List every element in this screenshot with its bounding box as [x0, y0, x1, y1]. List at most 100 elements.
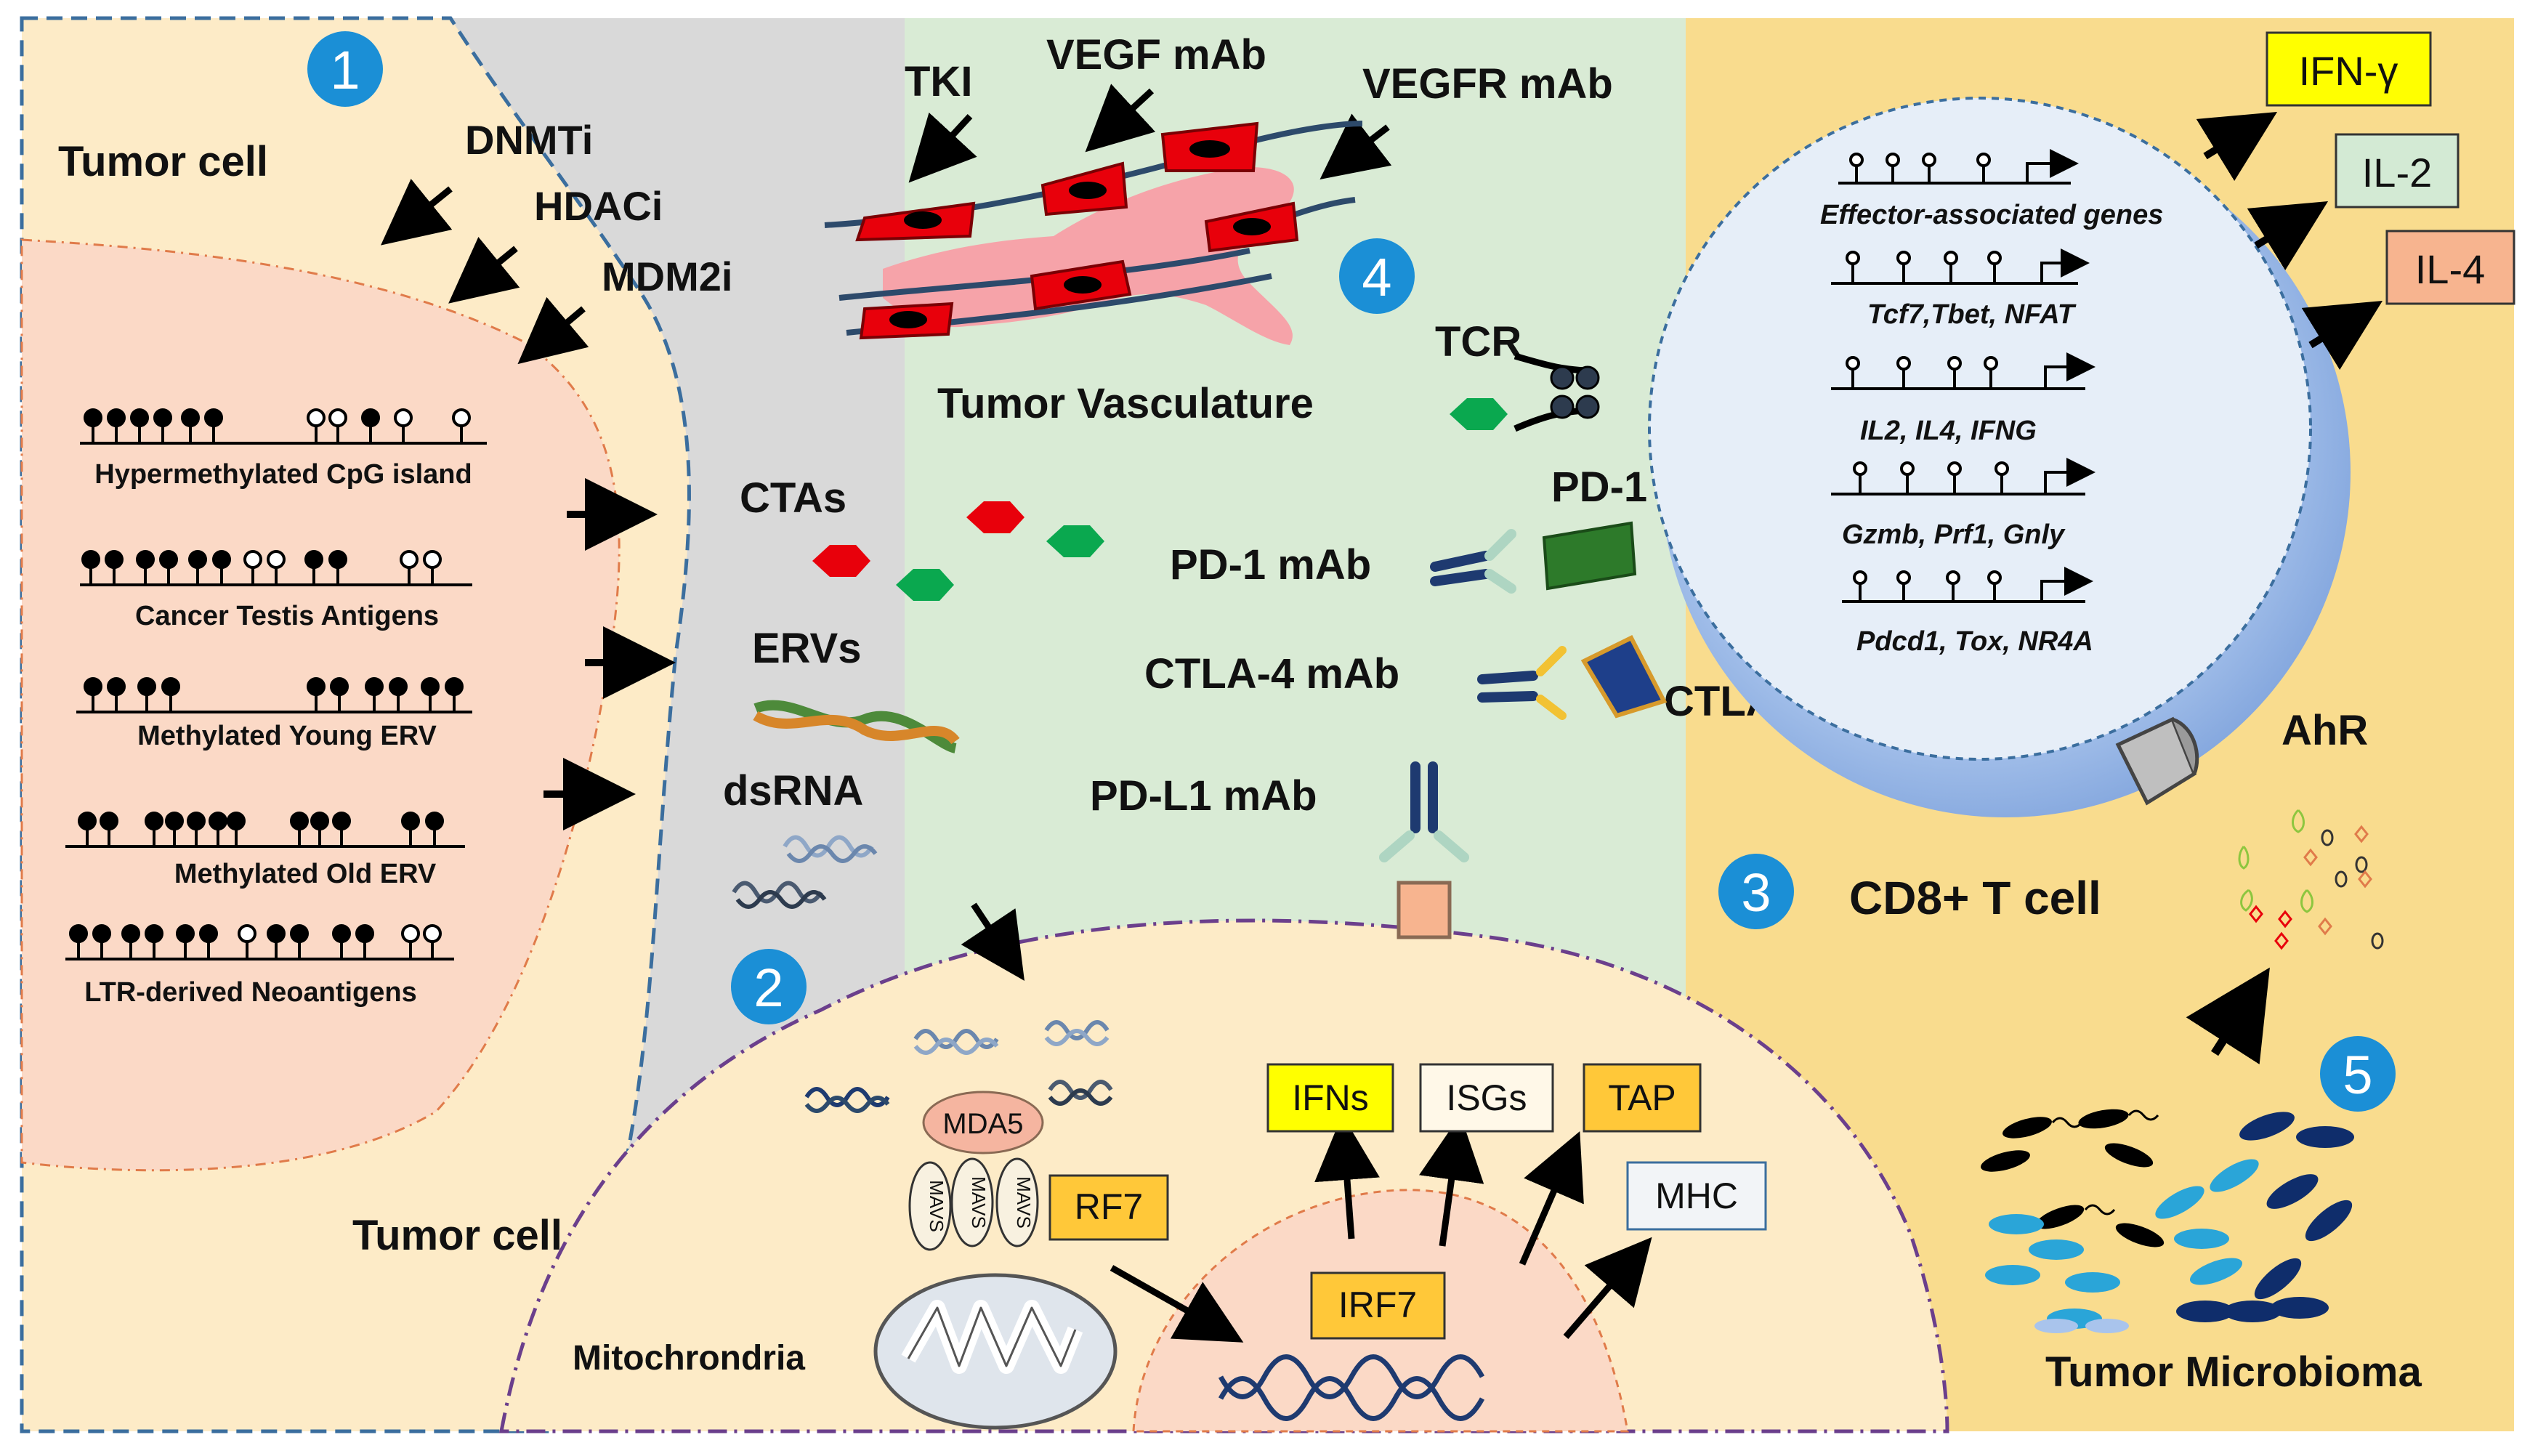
green-antigen [1450, 398, 1508, 430]
mitochondria-label: Mitochrondria [573, 1339, 805, 1378]
mdm2i-label: MDM2i [602, 254, 732, 299]
pd1-label: PD-1 [1551, 464, 1647, 511]
methylation-row-label: Cancer Testis Antigens [135, 601, 439, 631]
cta-antigens [812, 398, 1508, 601]
svg-text:RF7: RF7 [1075, 1186, 1143, 1227]
erv-helix [753, 700, 960, 753]
svg-text:MDA5: MDA5 [942, 1108, 1023, 1140]
step-4-marker: 4 [1339, 238, 1415, 314]
isgs-box: ISGs [1419, 1063, 1554, 1133]
endothelial-cell [855, 201, 976, 242]
pd1-antibody [1430, 529, 1516, 594]
gene-row-5 [1842, 567, 2093, 603]
svg-text:MAVS: MAVS [926, 1180, 947, 1232]
dnmti-label: DNMTi [465, 117, 593, 163]
tcell-nucleus [1648, 97, 2312, 761]
release-arrows [543, 478, 676, 830]
methylation-row-5: LTR-derived Neoantigens [65, 924, 454, 1008]
ctla4-receptor [1580, 635, 1668, 719]
cytokine-il2: IL-2 [2335, 133, 2460, 209]
pd1-receptor [1542, 521, 1637, 591]
svg-text:5: 5 [2343, 1045, 2372, 1105]
svg-text:2: 2 [753, 958, 783, 1018]
dsrna-coils [732, 835, 878, 909]
tumor-cell-label-bottom: Tumor cell [352, 1212, 562, 1259]
lollipops [84, 408, 471, 443]
gene-row-label: Effector-associated genes [1820, 200, 2163, 230]
endothelial-cell [1030, 259, 1132, 311]
transcription-arrows [1314, 1115, 1652, 1339]
cytosolic-dsrna [804, 1020, 1113, 1113]
tki-label: TKI [905, 58, 972, 105]
green-antigen [896, 569, 954, 601]
svg-text:IL-4: IL-4 [2415, 246, 2486, 292]
step-2-marker: 2 [731, 949, 807, 1024]
endothelial-cell [1160, 121, 1259, 172]
methylation-row-3: Methylated Young ERV [76, 677, 472, 751]
tcr-icon [1513, 352, 1600, 432]
cd8-t-cell-label: CD8+ T cell [1849, 872, 2101, 924]
svg-text:4: 4 [1362, 247, 1391, 307]
green-antigen [1046, 525, 1104, 557]
dna-helix [1218, 1354, 1485, 1421]
methylation-row-label: Methylated Young ERV [137, 721, 437, 751]
tumor-vasculature-label: Tumor Vasculature [937, 380, 1314, 427]
methylation-row-label: Hypermethylated CpG island [94, 459, 472, 490]
dsrna-entry-arrow [961, 902, 1024, 981]
rf7-box: RF7 [1048, 1174, 1169, 1241]
gene-row-3 [1831, 352, 2095, 390]
tap-box: TAP [1583, 1063, 1702, 1133]
gene-row-label: IL2, IL4, IFNG [1860, 416, 2037, 446]
step-3-marker: 3 [1718, 854, 1794, 929]
red-antigen [812, 545, 870, 577]
mhc-box: MHC [1626, 1161, 1767, 1231]
vasc-arrows [908, 84, 1392, 183]
gene-row-1 [1838, 149, 2079, 185]
methylation-row-label: LTR-derived Neoantigens [84, 977, 416, 1008]
ctas-label: CTAs [740, 474, 846, 522]
irf7-box: IRF7 [1310, 1271, 1446, 1340]
vegf-mab-label: VEGF mAb [1046, 31, 1266, 78]
microbioma-arrow [2186, 967, 2270, 1064]
step-5-marker: 5 [2320, 1036, 2396, 1112]
svg-text:ISGs: ISGs [1446, 1077, 1527, 1118]
step-1-marker: 1 [307, 31, 383, 107]
pdl1-ligand [1397, 881, 1452, 939]
drug-arrows [381, 179, 589, 365]
mavs-proteins: MAVS MAVS MAVS [908, 1157, 1039, 1251]
tcr-label: TCR [1435, 318, 1521, 365]
svg-text:MAVS: MAVS [1013, 1176, 1035, 1229]
tumor-vasculature [824, 121, 1363, 345]
ahr-receptor [2115, 716, 2199, 806]
red-antigen [966, 501, 1024, 533]
pdl1-antibody [1379, 761, 1469, 939]
methylation-row-label: Methylated Old ERV [174, 859, 437, 889]
svg-text:MHC: MHC [1655, 1176, 1738, 1216]
methylation-row-4: Methylated Old ERV [65, 812, 465, 889]
svg-text:TAP: TAP [1608, 1077, 1676, 1118]
gene-row-2 [1831, 248, 2090, 285]
ahr-label: AhR [2282, 707, 2368, 754]
vegfr-mab-label: VEGFR mAb [1362, 60, 1613, 108]
svg-text:IFN-γ: IFN-γ [2299, 48, 2398, 94]
tumor-cell-label-top: Tumor cell [58, 138, 268, 185]
ctla4-mab-label: CTLA-4 mAb [1144, 650, 1399, 697]
dsrna-label: dsRNA [723, 767, 863, 814]
endothelial-cell [1204, 201, 1299, 253]
svg-text:IRF7: IRF7 [1338, 1285, 1417, 1325]
microbes [1981, 1109, 2354, 1333]
gene-row-label: Pdcd1, Tox, NR4A [1856, 626, 2093, 657]
ervs-label: ERVs [752, 625, 861, 672]
svg-text:IL-2: IL-2 [2362, 150, 2433, 195]
methylation-row-1: Hypermethylated CpG island [80, 408, 487, 490]
tumor-microbioma-label: Tumor Microbioma [2045, 1348, 2422, 1396]
svg-text:1: 1 [330, 40, 360, 100]
pdl1-mab-label: PD-L1 mAb [1090, 772, 1317, 820]
endothelial-cell [859, 302, 954, 340]
gene-row-4 [1831, 458, 2095, 496]
endothelial-cell [1040, 161, 1128, 217]
mda5-sensor: MDA5 [922, 1091, 1044, 1154]
pd1-mab-label: PD-1 mAb [1170, 541, 1371, 589]
signal-arrow [1110, 1265, 1244, 1343]
hdaci-label: HDACi [534, 183, 663, 229]
